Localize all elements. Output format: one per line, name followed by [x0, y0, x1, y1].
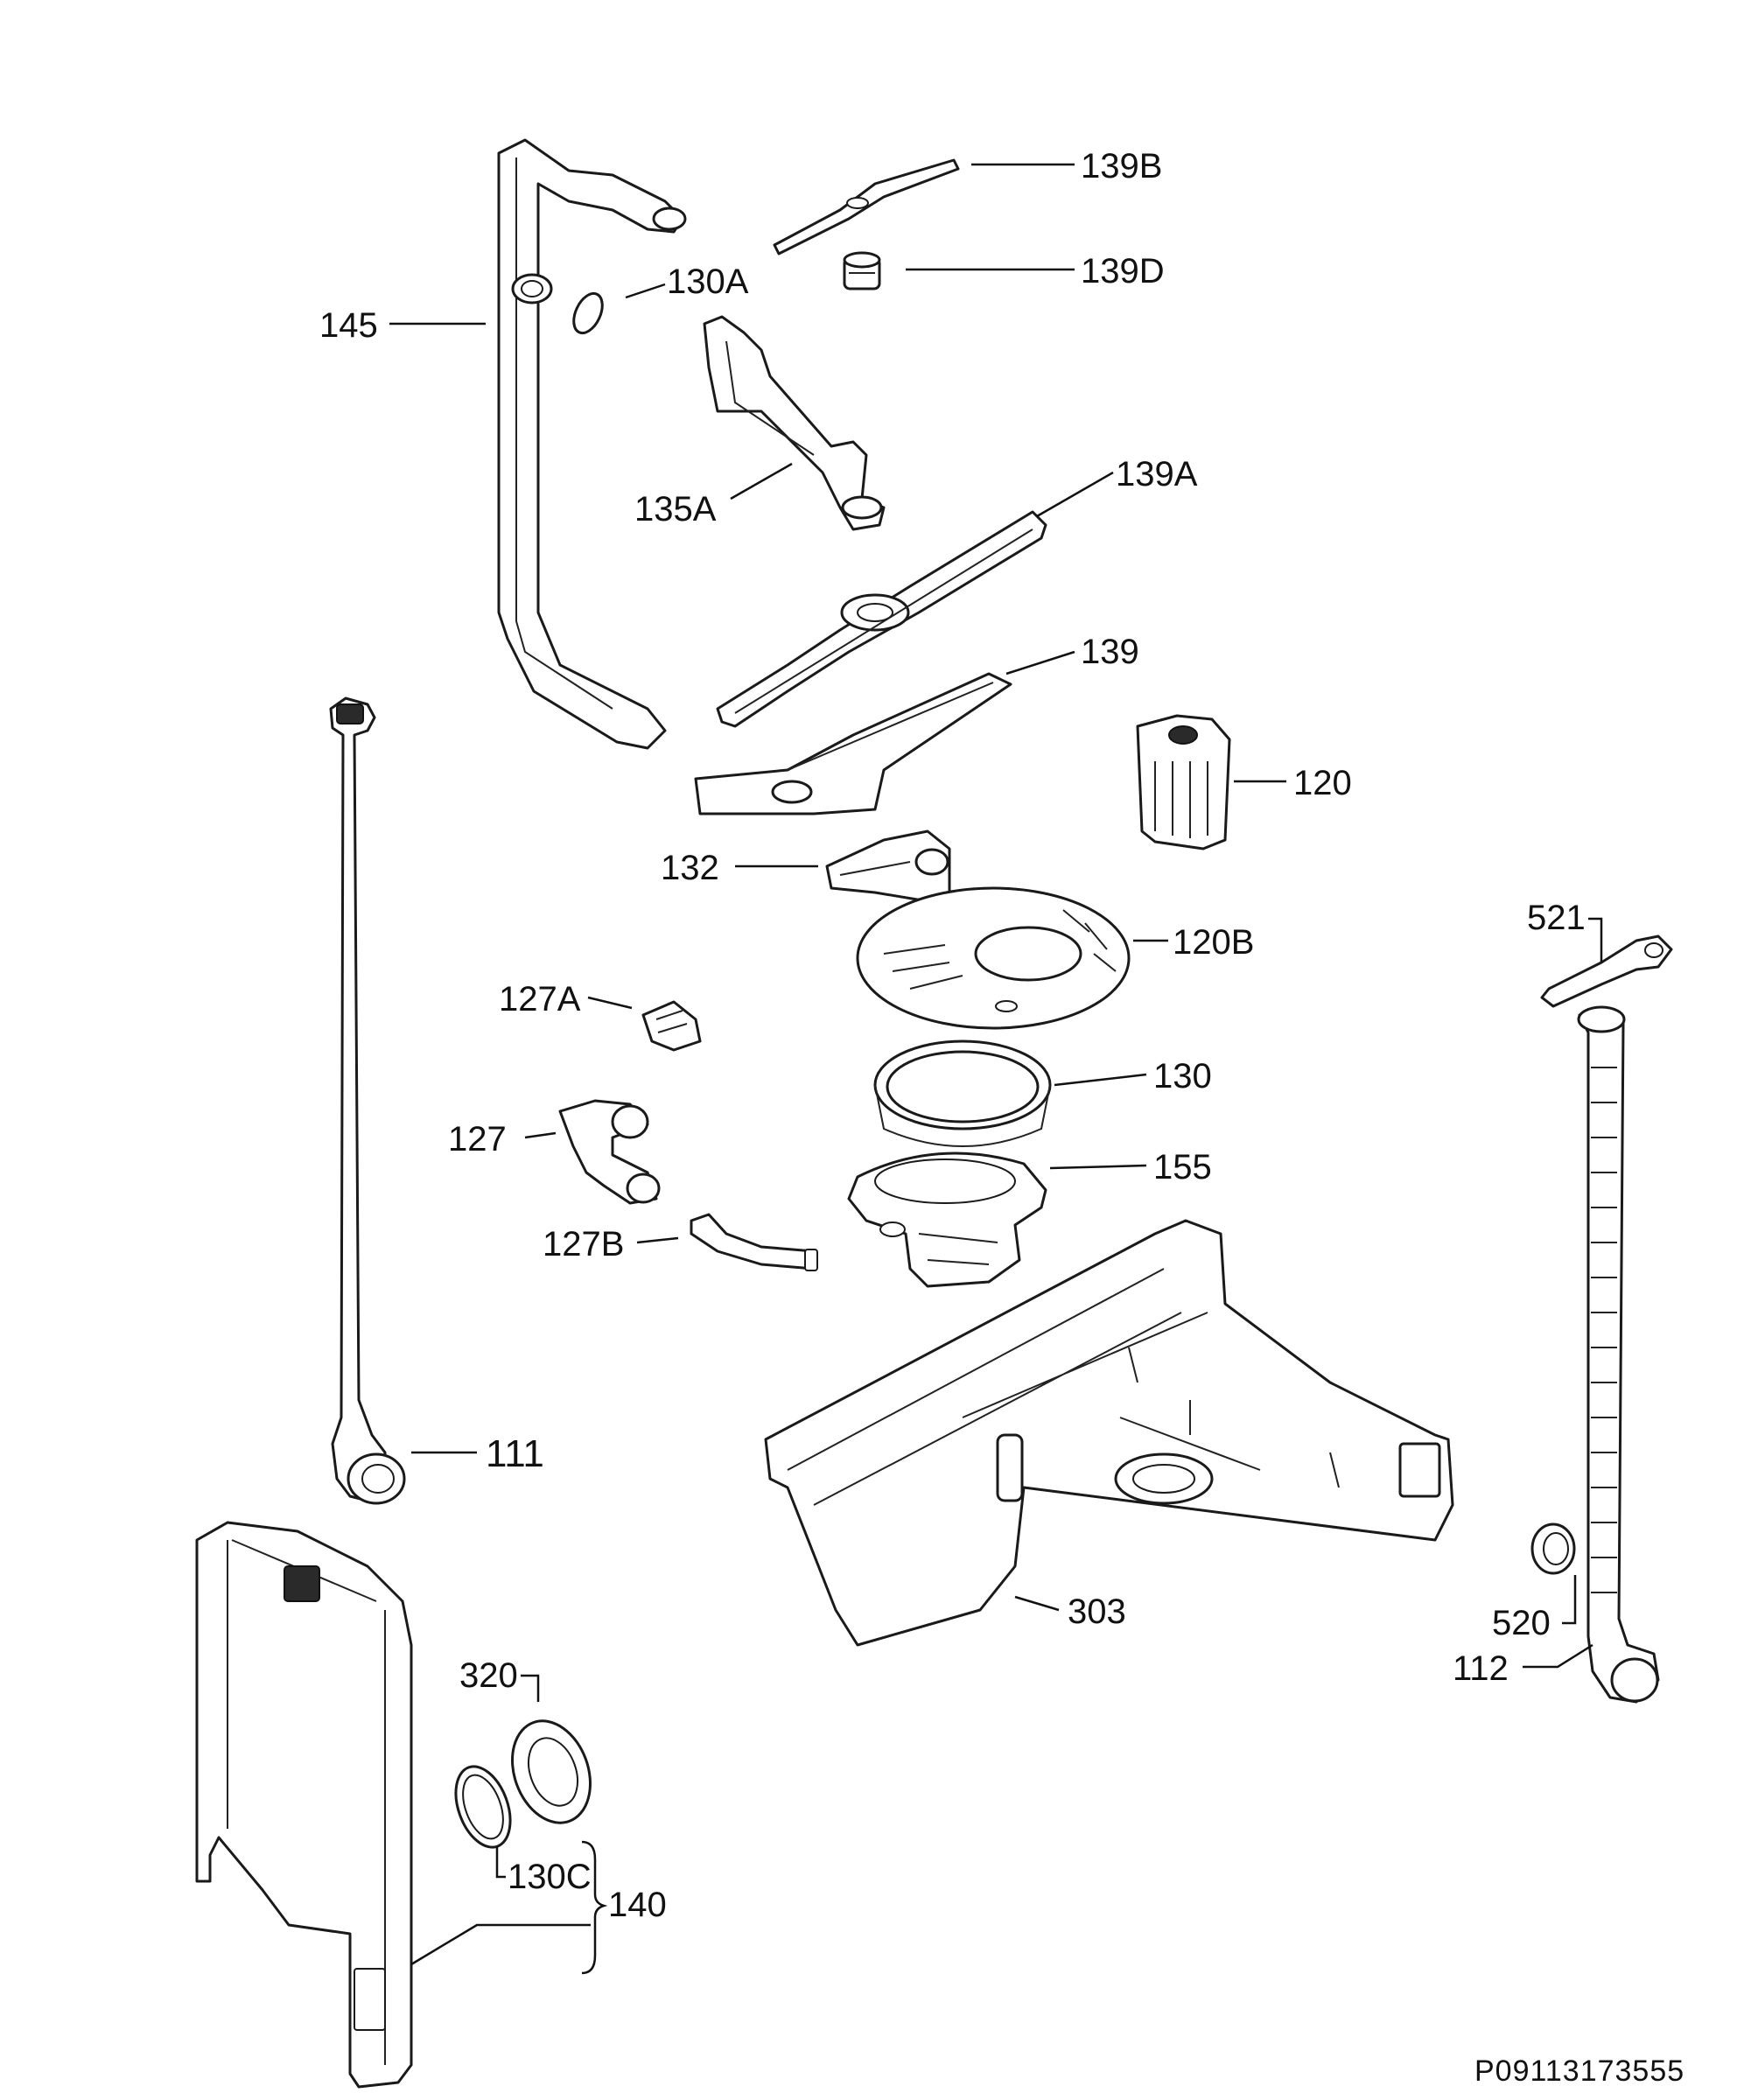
label-139B: 139B: [1081, 147, 1162, 186]
label-135A: 135A: [634, 490, 717, 528]
part-127B-hose: [690, 1213, 818, 1271]
label-520: 520: [1492, 1604, 1551, 1642]
label-132: 132: [661, 849, 719, 887]
label-139A: 139A: [1116, 455, 1198, 494]
label-155: 155: [1153, 1148, 1212, 1186]
part-320-seal: [511, 1719, 592, 1824]
part-139-spray-arm-carrier: [694, 672, 1012, 816]
part-132-bracket: [825, 830, 951, 903]
part-140-side-panel: [195, 1521, 413, 2089]
label-320: 320: [459, 1656, 518, 1695]
part-155-sump: [847, 1152, 1047, 1288]
label-127A: 127A: [499, 980, 581, 1018]
label-139: 139: [1081, 633, 1139, 671]
label-130: 130: [1153, 1057, 1212, 1096]
label-139D: 139D: [1081, 252, 1165, 290]
part-130-gasket: [873, 1040, 1052, 1147]
label-140: 140: [608, 1886, 667, 1924]
part-139A-lower-spray-arm: [716, 510, 1047, 728]
label-127B: 127B: [543, 1225, 624, 1264]
part-130C-o-ring: [454, 1765, 512, 1849]
part-112-drain-hose: [1577, 1005, 1660, 1704]
part-111-inlet-hose: [329, 696, 406, 1505]
part-127-elbow: [558, 1099, 661, 1205]
part-521-clip: [1540, 934, 1673, 1008]
part-145-supply-pipe: [497, 138, 687, 750]
label-521: 521: [1527, 899, 1586, 937]
label-145: 145: [319, 306, 378, 345]
part-120B-filter-plate: [856, 886, 1131, 1030]
label-120: 120: [1293, 764, 1352, 802]
label-120B: 120B: [1173, 923, 1254, 962]
label-303: 303: [1068, 1592, 1126, 1631]
part-127A-nipple: [641, 1000, 702, 1052]
label-127: 127: [448, 1120, 507, 1158]
bracket-140: [581, 1840, 608, 1975]
part-120-filter: [1136, 714, 1231, 850]
document-id: P09113173555: [1474, 2054, 1684, 2088]
part-139D-nut: [843, 251, 881, 290]
part-520-grommet: [1530, 1522, 1576, 1575]
part-303-base-tray: [764, 1219, 1454, 1647]
label-130A: 130A: [667, 262, 749, 301]
label-111: 111: [486, 1432, 544, 1475]
label-112: 112: [1453, 1649, 1509, 1688]
part-130A-o-ring: [572, 291, 604, 335]
label-130C: 130C: [508, 1858, 592, 1896]
part-135A-arm-holder: [703, 315, 886, 531]
part-139B-upper-spray-arm: [773, 158, 960, 256]
